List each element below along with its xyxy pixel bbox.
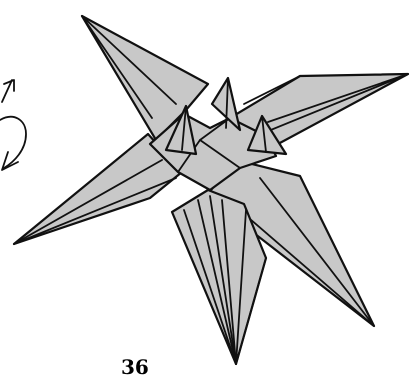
stamen-center [212,78,240,130]
curved-rotation-arrow-icon [0,80,26,170]
step-number: 36 [121,354,161,376]
